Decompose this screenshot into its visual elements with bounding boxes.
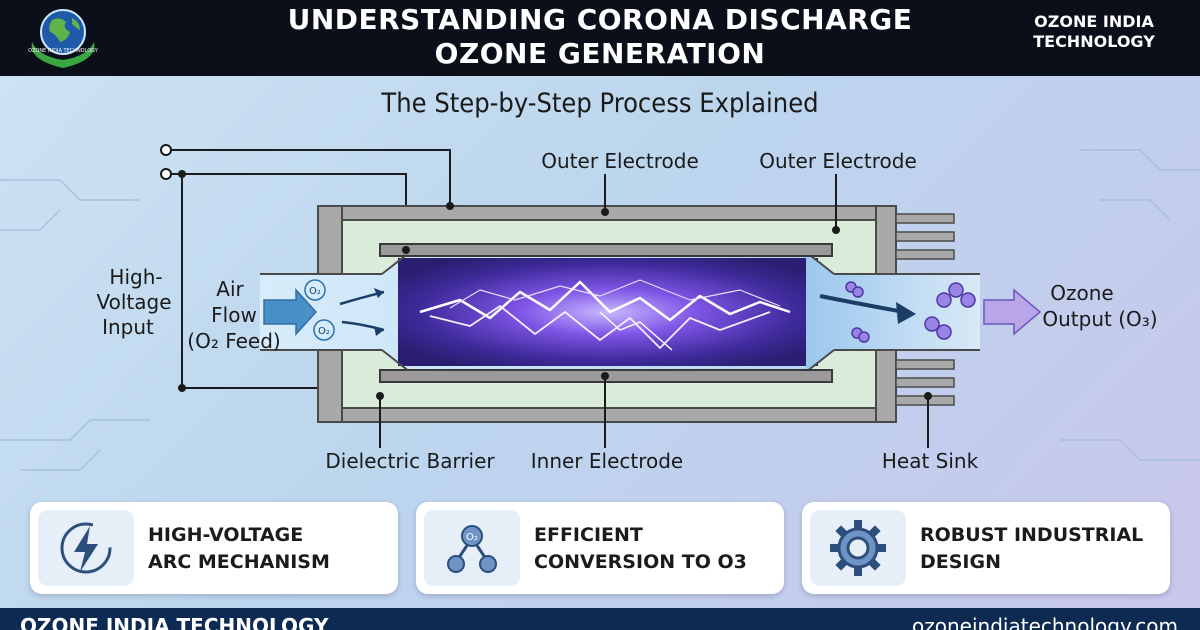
brand-name: OZONE INDIA TECHNOLOGY [1014, 12, 1174, 52]
footer-brand: OZONE INDIA TECHNOLOGY [20, 614, 329, 630]
card-text: ROBUST INDUSTRIAL DESIGN [920, 522, 1160, 576]
label-inner-electrode: Inner Electrode [531, 449, 684, 473]
card-text: HIGH-VOLTAGE ARC MECHANISM [148, 522, 388, 576]
subtitle: The Step-by-Step Process Explained [381, 88, 819, 119]
label-heat-sink: Heat Sink [882, 449, 979, 473]
card-line-1: EFFICIENT [534, 524, 643, 546]
card-line-2: CONVERSION TO O3 [534, 551, 747, 573]
brand-line-1: OZONE INDIA [1034, 12, 1154, 31]
label-air-flow-1: Air [216, 277, 244, 301]
icon-box [38, 510, 134, 586]
label-ozone-output-2: Output (O₃) [1042, 307, 1157, 331]
footer-website-link[interactable]: ozoneindiatechnology.com [912, 614, 1178, 630]
feature-card-conversion: O₂ EFFICIENT CONVERSION TO O3 [416, 502, 784, 594]
o2-molecule-inlet-2: O₂ [313, 319, 335, 341]
label-high-voltage-2: Voltage [96, 290, 171, 314]
lightning-bolt-icon [60, 522, 112, 574]
brand-line-2: TECHNOLOGY [1033, 32, 1155, 51]
air-flow-arrow [263, 288, 318, 336]
label-high-voltage-1: High- [109, 265, 162, 289]
label-high-voltage-3: Input [102, 315, 154, 339]
o2-label-1: O₂ [309, 286, 321, 297]
icon-box [810, 510, 906, 586]
terminal-top [160, 144, 172, 156]
o2-label-2: O₂ [318, 326, 330, 337]
title-line-2: OZONE GENERATION [434, 37, 766, 70]
o3-molecules [845, 281, 976, 343]
gear-icon [830, 520, 886, 576]
icon-box: O₂ [424, 510, 520, 586]
feature-cards: HIGH-VOLTAGE ARC MECHANISM O₂ EFFICIENT … [30, 502, 1170, 594]
page-title: UNDERSTANDING CORONA DISCHARGE OZONE GEN… [170, 0, 1030, 76]
o2-molecule-inlet-1: O₂ [304, 279, 326, 301]
footer-bar: OZONE INDIA TECHNOLOGY ozoneindiatechnol… [0, 608, 1200, 630]
label-dielectric-barrier: Dielectric Barrier [325, 449, 495, 473]
label-air-flow-2: Flow [211, 303, 257, 327]
molecule-icon-label: O₂ [466, 532, 478, 543]
label-leaders [379, 174, 929, 448]
heat-sink-fins [895, 213, 955, 406]
card-line-2: DESIGN [920, 551, 1002, 573]
feature-card-arc: HIGH-VOLTAGE ARC MECHANISM [30, 502, 398, 594]
label-outer-electrode-left: Outer Electrode [541, 149, 699, 173]
title-line-1: UNDERSTANDING CORONA DISCHARGE [287, 3, 913, 36]
label-outer-electrode-right: Outer Electrode [759, 149, 917, 173]
card-line-2: ARC MECHANISM [148, 551, 330, 573]
wire-junction [178, 170, 186, 178]
card-text: EFFICIENT CONVERSION TO O3 [534, 522, 774, 576]
dielectric-barrier-top [379, 243, 833, 257]
globe-logo-icon: OZONE INDIA TECHNOLOGY [28, 9, 99, 68]
terminal-bottom [160, 168, 172, 180]
header-bar: OZONE INDIA TECHNOLOGY UNDERSTANDING COR… [0, 0, 1200, 76]
outer-electrode-bottom [341, 407, 877, 423]
label-ozone-output-1: Ozone [1050, 281, 1113, 305]
molecule-icon: O₂ [447, 525, 497, 573]
corona-arcs [419, 279, 791, 351]
circuit-background [0, 149, 1200, 471]
ozone-output-arrow [983, 288, 1042, 336]
ozone-flow-arrow [819, 294, 905, 314]
card-line-1: HIGH-VOLTAGE [148, 524, 304, 546]
label-air-flow-3: (O₂ Feed) [187, 329, 280, 353]
card-line-1: ROBUST INDUSTRIAL [920, 524, 1144, 546]
feature-card-design: ROBUST INDUSTRIAL DESIGN [802, 502, 1170, 594]
logo-text: OZONE INDIA TECHNOLOGY [28, 48, 99, 54]
plasma-discharge-zone [398, 258, 818, 366]
ozone-generator-diagram: O₂ O₂ Outer Electrode Outer Electrode Hi… [0, 144, 1200, 473]
outer-electrode-top [341, 205, 877, 221]
wire-junction-lower [178, 384, 186, 392]
